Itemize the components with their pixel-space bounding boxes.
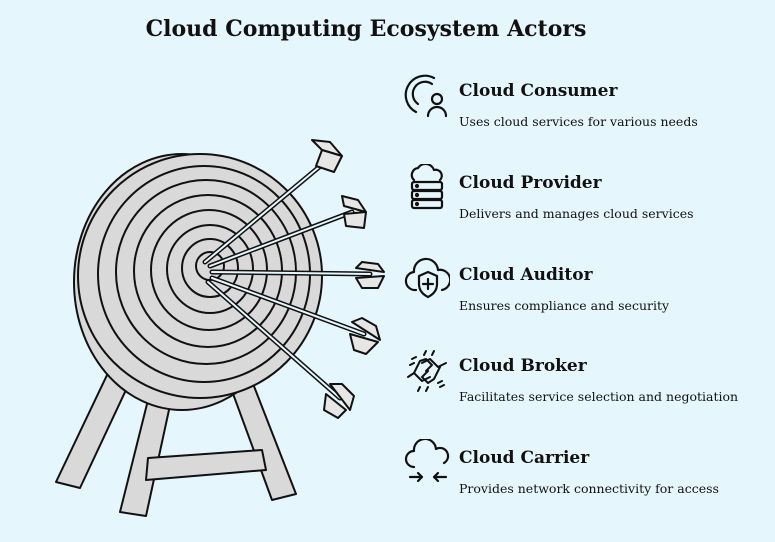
- arrow-3: [209, 261, 385, 289]
- actor-cloud-consumer: Cloud Consumer Uses cloud services for v…: [404, 72, 774, 142]
- handshake-icon: [407, 350, 447, 392]
- arrow-4: [209, 275, 381, 355]
- actor-cloud-broker: Cloud Broker Facilitates service selecti…: [404, 347, 774, 417]
- actor-description: Provides network connectivity for access: [459, 481, 719, 496]
- arrow-5: [205, 279, 355, 419]
- actor-name: Cloud Consumer: [459, 81, 618, 101]
- stand-leg-center: [119, 391, 173, 517]
- actor-cloud-provider: Cloud Provider Delivers and manages clou…: [404, 164, 774, 234]
- actor-description: Uses cloud services for various needs: [459, 114, 698, 129]
- stand-leg-right: [227, 375, 297, 501]
- actor-name: Cloud Carrier: [459, 448, 590, 468]
- cloud-shield-icon: [404, 257, 450, 299]
- actor-description: Facilitates service selection and negoti…: [459, 389, 739, 404]
- user-circle-icon: [404, 74, 448, 118]
- actor-name: Cloud Broker: [459, 356, 587, 376]
- arrow-2: [207, 195, 367, 269]
- actor-cloud-carrier: Cloud Carrier Provides network connectiv…: [404, 439, 774, 509]
- cloud-exchange-icon: [404, 439, 450, 483]
- actor-cloud-auditor: Cloud Auditor Ensures compliance and sec…: [404, 256, 774, 326]
- actor-description: Ensures compliance and security: [459, 298, 670, 313]
- target-illustration: [55, 139, 385, 517]
- actor-description: Delivers and manages cloud services: [459, 206, 694, 221]
- actor-name: Cloud Auditor: [459, 265, 593, 285]
- page-title: Cloud Computing Ecosystem Actors: [145, 16, 587, 42]
- stand-crossbar: [145, 449, 267, 481]
- actor-name: Cloud Provider: [459, 173, 602, 193]
- arrow-1: [202, 139, 343, 265]
- cloud-server-icon: [410, 164, 444, 210]
